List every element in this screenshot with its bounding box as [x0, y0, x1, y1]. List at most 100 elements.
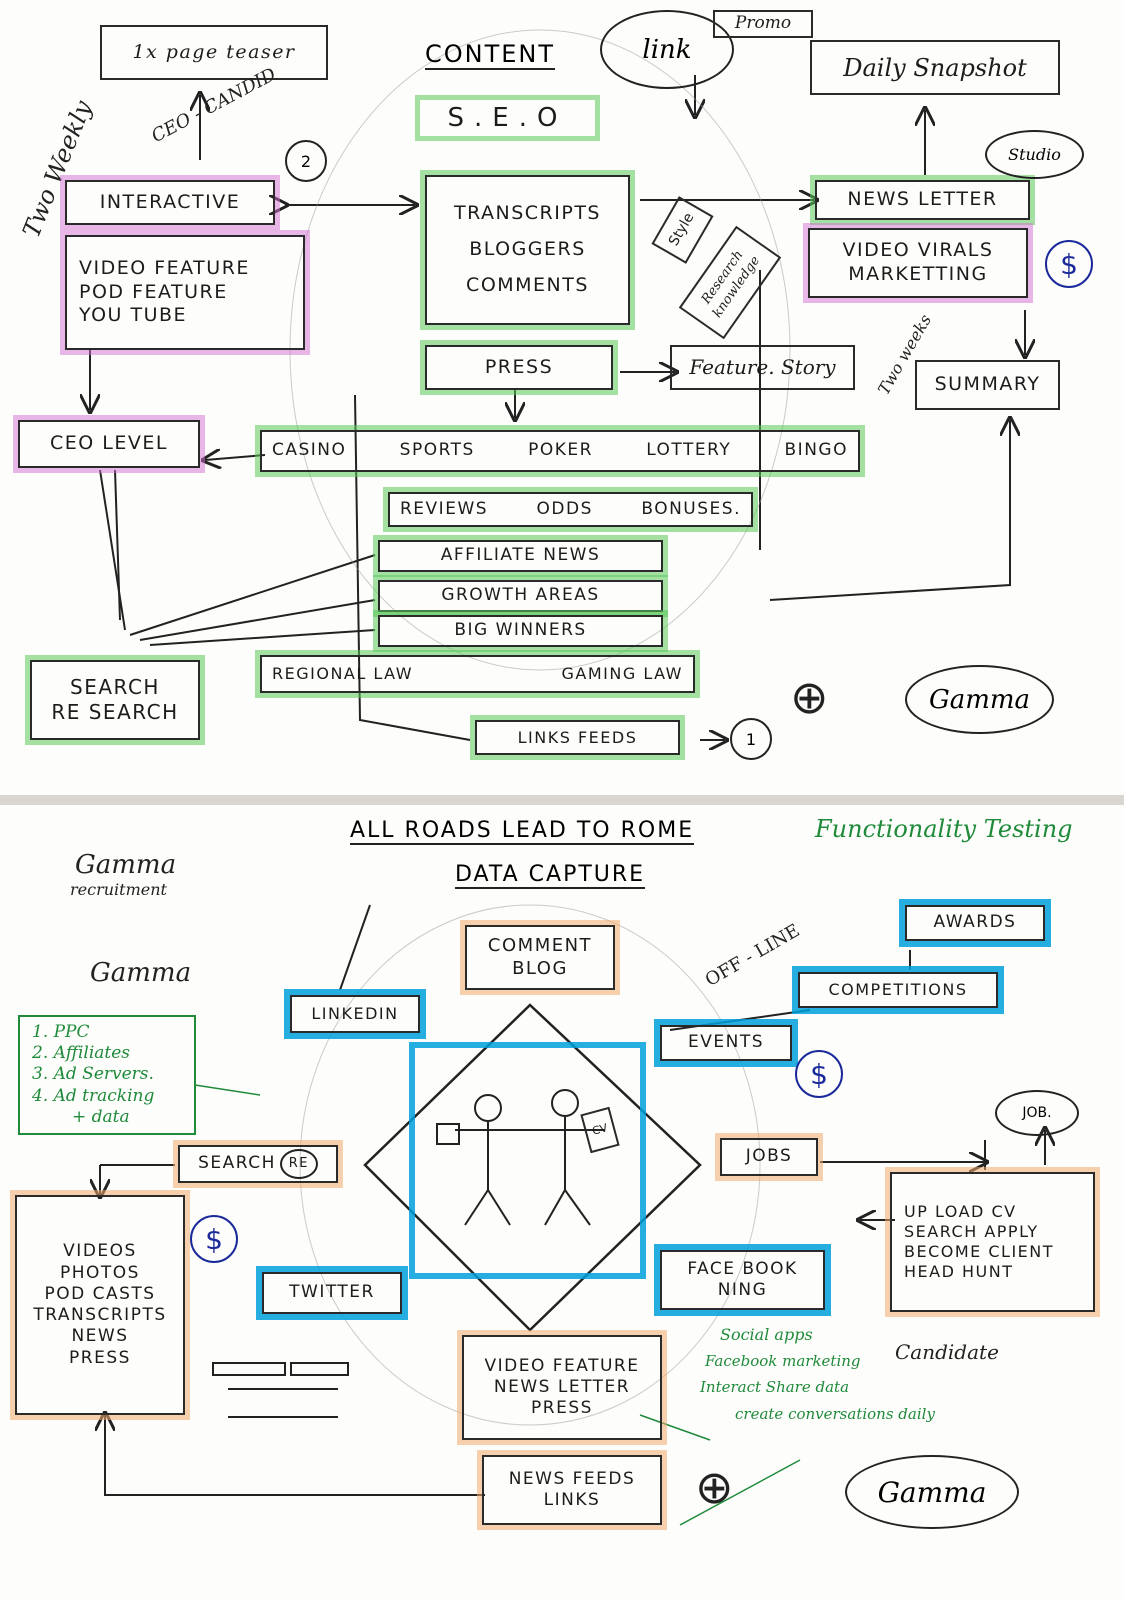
law-box: REGIONAL LAW GAMING LAW — [260, 655, 695, 693]
youtube-label: YOU TUBE — [79, 304, 188, 327]
summary-label: SUMMARY — [934, 373, 1041, 396]
search-apply-label: SEARCH APPLY — [904, 1222, 1039, 1241]
affiliate-box: AFFILIATE NEWS — [378, 540, 663, 572]
facebook-marketing-note: Facebook marketing — [705, 1352, 861, 1370]
gamma-recruit: Gamma — [75, 850, 177, 880]
gamma-signature-top: Gamma — [905, 665, 1054, 734]
jobs-box: JOBS — [720, 1138, 818, 1176]
job-oval-label: JOB. — [1022, 1105, 1052, 1121]
links-feeds-box: LINKS FEEDS — [475, 720, 680, 755]
links-label-bottom: LINKS — [543, 1490, 601, 1510]
interactive-box: INTERACTIVE — [65, 180, 275, 225]
newsletter-label: NEWS LETTER — [847, 188, 998, 211]
step-2-label: 2 — [300, 151, 312, 171]
dollar-icon-events: $ — [795, 1050, 843, 1098]
list-item-ad-tracking: 4. Ad tracking — [32, 1085, 155, 1106]
videos-label: VIDEOS — [63, 1241, 137, 1262]
reviews-label: REVIEWS — [400, 498, 489, 519]
recruitment-note: recruitment — [70, 880, 167, 899]
media-list-box: VIDEOS PHOTOS POD CASTS TRANSCRIPTS NEWS… — [15, 1195, 185, 1415]
functionality-note: Functionality Testing — [815, 815, 1073, 843]
link-label: link — [642, 34, 692, 65]
content-heading: CONTENT — [425, 40, 556, 70]
regional-law-label: REGIONAL LAW — [272, 664, 414, 683]
press-label: PRESS — [484, 355, 554, 378]
studio-oval: Studio — [985, 130, 1084, 179]
transcripts-label: TRANSCRIPTS — [453, 202, 601, 225]
list-item-ad-servers: 3. Ad Servers. — [32, 1064, 154, 1085]
interact-note: Interact Share data — [700, 1378, 850, 1396]
competitions-box: COMPETITIONS — [798, 972, 998, 1008]
news-label: NEWS — [71, 1326, 129, 1347]
cv-label: CV — [590, 1121, 609, 1138]
seo-heading: S.E.O — [420, 100, 595, 136]
video-virals-label: VIDEO VIRALS — [842, 239, 994, 262]
transcripts-label-bottom: TRANSCRIPTS — [33, 1305, 167, 1325]
competitions-label: COMPETITIONS — [828, 980, 968, 999]
affiliate-label: AFFILIATE NEWS — [440, 545, 601, 566]
podcasts-label: POD CASTS — [44, 1283, 156, 1304]
video-feature-label: VIDEO FEATURE — [79, 256, 250, 279]
step-2-circle: 2 — [285, 140, 327, 182]
link-oval: link — [600, 10, 734, 89]
categories-box: CASINO SPORTS POKER LOTTERY BINGO — [260, 430, 860, 472]
awards-label: AWARDS — [933, 912, 1017, 933]
jobs-label: JOBS — [745, 1146, 793, 1167]
video-feature-box: VIDEO FEATURE NEWS LETTER PRESS — [462, 1335, 662, 1440]
blog-label: BLOG — [512, 957, 568, 979]
category-poker: POKER — [528, 440, 593, 461]
list-item-affiliates: 2. Affiliates — [32, 1043, 131, 1064]
photos-label: PHOTOS — [60, 1262, 140, 1283]
press-label-bottom-2: PRESS — [531, 1398, 593, 1419]
promo-box: Promo — [713, 10, 813, 38]
newsletter-label-bottom: NEWS LETTER — [493, 1376, 631, 1397]
become-client-label: BECOME CLIENT — [904, 1242, 1055, 1261]
marketing-list-box: 1. PPC 2. Affiliates 3. Ad Servers. 4. A… — [18, 1015, 196, 1135]
jobs-actions-box: UP LOAD CV SEARCH APPLY BECOME CLIENT HE… — [890, 1172, 1095, 1312]
newsletter-box: NEWS LETTER — [815, 180, 1030, 220]
page-divider — [0, 795, 1124, 805]
re-search-label: RE SEARCH — [51, 700, 179, 724]
conversations-note: create conversations daily — [735, 1405, 935, 1423]
search-box: SEARCH RE SEARCH — [30, 660, 200, 740]
candidate-note: Candidate — [895, 1340, 999, 1364]
list-item-ppc: 1. PPC — [32, 1021, 90, 1042]
gamma-note: Gamma — [90, 958, 192, 988]
press-box: PRESS — [425, 345, 613, 390]
comment-label: COMMENT — [487, 935, 593, 956]
media-box: VIDEO FEATURE POD FEATURE YOU TUBE — [65, 235, 305, 350]
target-icon: ⊕ — [790, 670, 829, 724]
placeholder-lines — [228, 1388, 338, 1418]
virals-box: VIDEO VIRALS MARKETTING — [808, 228, 1028, 298]
teaser-box: 1x page teaser — [100, 25, 328, 80]
daily-snapshot-label: Daily Snapshot — [843, 53, 1027, 82]
odds-label: ODDS — [536, 498, 593, 519]
list-item-data: + data — [72, 1106, 130, 1127]
news-feeds-label: NEWS FEEDS — [508, 1468, 636, 1489]
search-label: SEARCH — [70, 675, 160, 699]
social-apps-note: Social apps — [720, 1325, 813, 1344]
pod-feature-label: POD FEATURE — [79, 280, 228, 303]
placeholder-bar-2 — [290, 1362, 349, 1376]
job-oval: JOB. — [995, 1090, 1079, 1136]
big-winners-box: BIG WINNERS — [378, 615, 663, 647]
video-feature-label-bottom: VIDEO FEATURE — [484, 1355, 640, 1376]
target-icon-bottom: ⊕ — [695, 1460, 734, 1514]
bonuses-label: BONUSES. — [641, 498, 741, 519]
category-sports: SPORTS — [399, 440, 475, 461]
big-winners-label: BIG WINNERS — [454, 620, 587, 641]
marketing-label: MARKETTING — [848, 263, 988, 285]
style-label: Style — [666, 210, 698, 249]
gamma-signature-bottom: Gamma — [845, 1455, 1019, 1529]
reviews-box: REVIEWS ODDS BONUSES. — [388, 492, 753, 527]
awards-box: AWARDS — [905, 905, 1045, 941]
re-circle: RE — [279, 1149, 318, 1179]
summary-box: SUMMARY — [915, 360, 1060, 410]
events-label: EVENTS — [687, 1032, 764, 1053]
category-lottery: LOTTERY — [646, 440, 732, 461]
studio-label: Studio — [1008, 145, 1061, 164]
seo-content-box: TRANSCRIPTS BLOGGERS COMMENTS — [425, 175, 630, 325]
bottom-subtitle: DATA CAPTURE — [455, 862, 646, 889]
bloggers-label: BLOGGERS — [469, 238, 586, 261]
sheet-top — [0, 0, 1124, 795]
